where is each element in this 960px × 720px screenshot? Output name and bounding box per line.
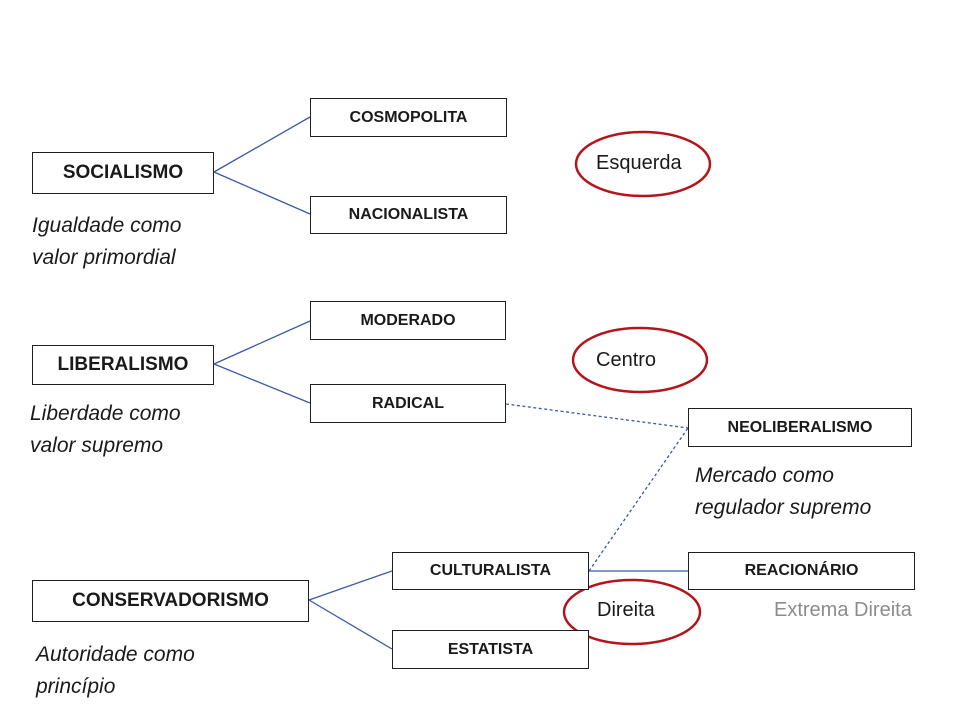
direita-label: Direita [597,599,655,621]
moderado-box: MODERADO [310,301,506,340]
socialismo-note-line-1: Igualdade como [32,214,182,237]
direita-ellipse [562,578,702,646]
liberalismo-box: LIBERALISMO [32,345,214,385]
conservadorismo-box: CONSERVADORISMO [32,580,309,622]
culturalista-box: CULTURALISTA [392,552,589,590]
conservadorismo-culturalista-link [308,570,393,601]
radical-box: RADICAL [310,384,506,423]
neoliberalismo-note-line-1: Mercado como [695,464,834,487]
extrema-direita-label: Extrema Direita [774,599,912,621]
liberalismo-radical-link [213,363,311,404]
socialismo-nacionalista-link [213,171,311,215]
socialismo-note: Igualdade como valor primordial [32,210,181,274]
centro-ellipse [571,326,709,394]
socialismo-cosmopolita-link [213,116,311,173]
position-ellipses [562,130,712,646]
liberalismo-note-line-1: Liberdade como [30,402,181,425]
reacionario-box: REACIONÁRIO [688,552,915,590]
neoliberalismo-note-line-2: regulador supremo [695,496,872,519]
conservadorismo-note-line-2: princípio [36,675,116,698]
culturalista-neoliberalismo-link [588,427,689,572]
solid-connectors [213,116,688,650]
nacionalista-box: NACIONALISTA [310,196,507,234]
liberalismo-note: Liberdade como valor supremo [30,398,181,462]
neoliberalismo-box: NEOLIBERALISMO [688,408,912,447]
cosmopolita-box: COSMOPOLITA [310,98,507,137]
dashed-connectors [505,403,689,572]
centro-label: Centro [596,349,657,371]
esquerda-label: Esquerda [596,152,682,174]
neoliberalismo-note: Mercado como regulador supremo [695,460,871,524]
radical-neoliberalismo-link [505,403,689,429]
estatista-box: ESTATISTA [392,630,589,669]
liberalismo-moderado-link [213,320,311,365]
esquerda-ellipse [574,130,712,198]
conservadorismo-note-line-1: Autoridade como [36,643,195,666]
socialismo-box: SOCIALISMO [32,152,214,194]
liberalismo-note-line-2: valor supremo [30,434,164,457]
socialismo-note-line-2: valor primordial [32,246,176,269]
conservadorismo-note: Autoridade como princípio [36,639,195,703]
conservadorismo-estatista-link [308,599,393,650]
